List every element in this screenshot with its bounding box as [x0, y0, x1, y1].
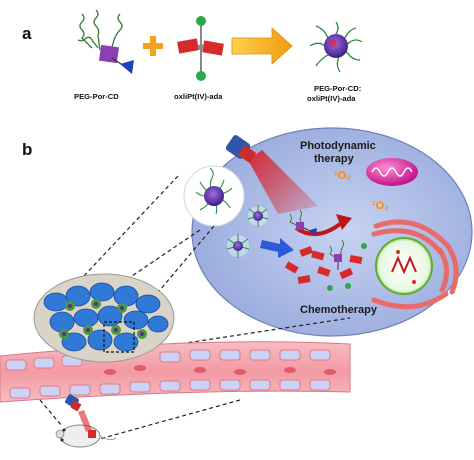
- chemotherapy-label: Chemotherapy: [300, 304, 378, 316]
- panel-b-label: b: [22, 140, 33, 159]
- assembled-nanoparticle-icon: [309, 21, 363, 73]
- reaction-arrow: [231, 27, 293, 65]
- singlet-oxygen-2: ¹O₂: [372, 200, 390, 212]
- product-label-line1: PEG-Por-CD:: [314, 84, 362, 93]
- pdt-arrow: [294, 222, 342, 236]
- pdt-label-line2: therapy: [314, 153, 354, 165]
- panel-a-label: a: [22, 24, 32, 43]
- laser-beam: [248, 150, 318, 214]
- singlet-oxygen-1: ¹O₂: [334, 170, 352, 182]
- oxlipt-fragments-green: [327, 243, 367, 291]
- peg-por-cd-molecule-free-2: [329, 239, 344, 270]
- product-label-line2: oxliPt(IV)-ada: [307, 94, 356, 103]
- nanoparticle-small-1: [247, 205, 269, 227]
- nucleus-icon: [375, 237, 433, 295]
- zoom-line-5: [39, 399, 63, 427]
- peg-por-cd-label: PEG-Por-CD: [74, 92, 119, 101]
- zoom-line-6: [95, 399, 241, 441]
- oxlipt-ada-label: oxliPt(IV)-ada: [174, 92, 223, 101]
- zoom-line-1: [131, 229, 201, 277]
- blood-vessel: [0, 341, 351, 403]
- pdt-label-line1: Photodynamic: [300, 140, 376, 152]
- tumor-mass: [33, 273, 175, 363]
- laser-device-small-icon: [65, 394, 92, 432]
- endoplasmic-reticulum: [371, 219, 459, 310]
- peg-por-cd-molecule-free: [289, 209, 317, 236]
- nanoparticle-small-2: [226, 234, 250, 258]
- oxlipt-ada-molecule: [177, 16, 224, 81]
- mitochondrion-icon: [366, 158, 418, 186]
- release-arrow: [260, 238, 294, 258]
- peg-por-cd-molecule: [77, 9, 134, 74]
- oxlipt-fragments: [284, 246, 363, 284]
- zoomed-nanoparticle: [183, 165, 245, 227]
- plus-icon: [143, 36, 163, 56]
